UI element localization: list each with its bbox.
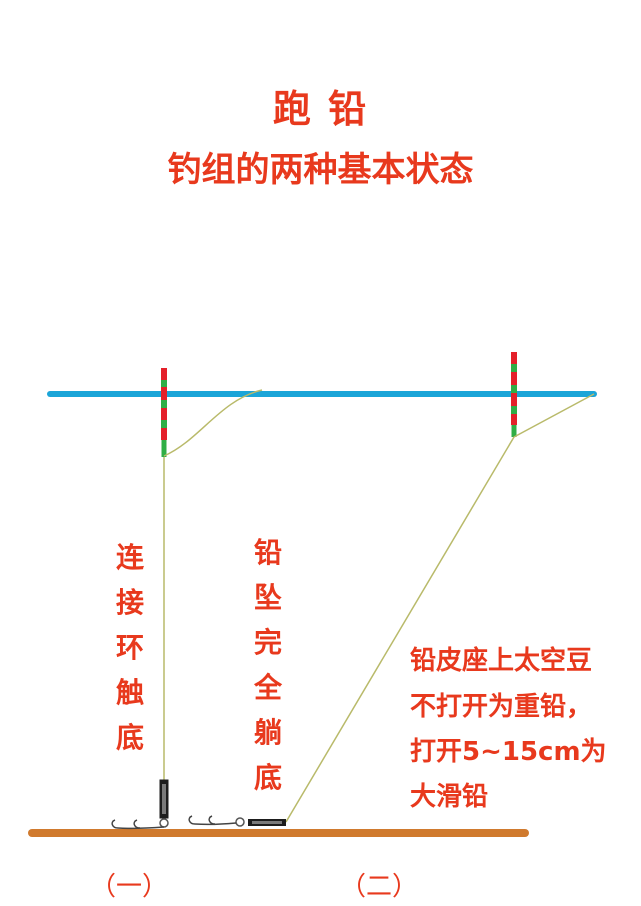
- state2-label: （二）: [340, 872, 419, 902]
- rod-line-2: [513, 393, 595, 438]
- diagram-title: 跑 铅: [272, 87, 369, 131]
- rod-line-1: [163, 389, 263, 457]
- fishing-line-2: [285, 436, 515, 823]
- sinker-1: [159, 779, 169, 828]
- hooks-1: [111, 819, 165, 830]
- state1-vertical-text: 连接环触底: [115, 541, 144, 754]
- state1-label: （一）: [90, 872, 169, 902]
- state2-vertical-text: 铅坠完全躺底: [253, 536, 282, 794]
- note-line-2: 不打开为重铅，: [410, 692, 593, 722]
- hooks-2: [188, 815, 237, 826]
- note-line-3: 打开5~15cm为: [410, 737, 607, 767]
- note-line-1: 铅皮座上太空豆: [410, 646, 593, 676]
- sinker-2: [235, 817, 286, 827]
- diagram-subtitle: 钓组的两种基本状态: [167, 150, 474, 190]
- note-line-4: 大滑铅: [410, 782, 489, 812]
